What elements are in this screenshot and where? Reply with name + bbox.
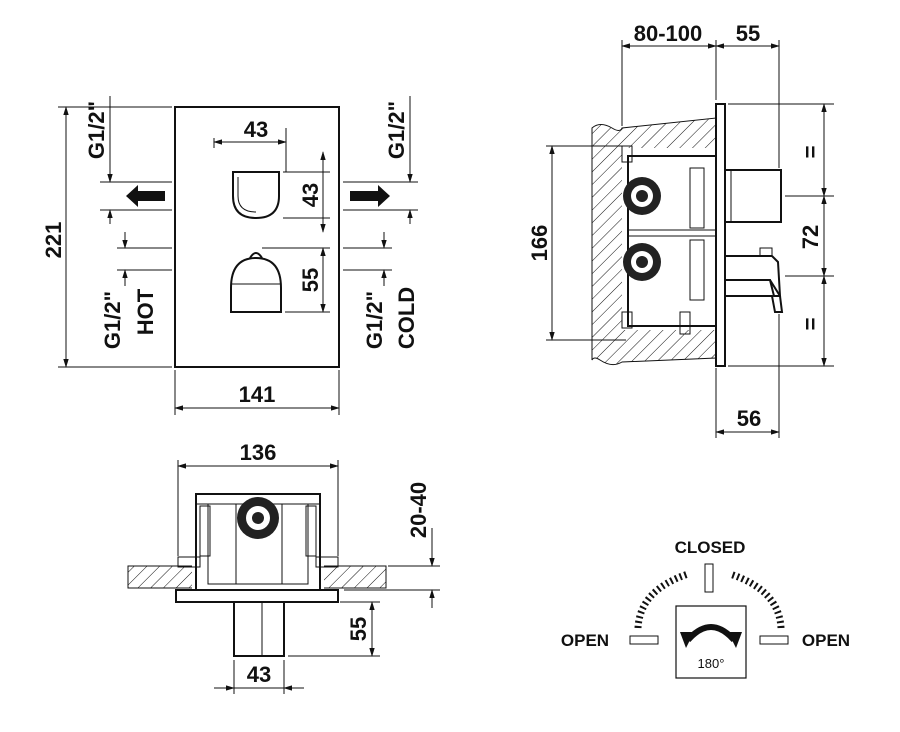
hot-label: HOT (133, 288, 158, 335)
rotation-diagram: CLOSED OPEN OPEN 180° (561, 538, 850, 679)
open-right-label: OPEN (802, 631, 850, 650)
side-projection-dim: 55 (736, 21, 760, 46)
front-upper-height-dim: 43 (298, 183, 323, 207)
closed-marker (704, 563, 714, 593)
front-height-dim: 221 (41, 222, 66, 259)
side-view: 80-100 55 166 = 72 = 56 (527, 21, 834, 438)
top-depth-range-dim: 20-40 (406, 482, 431, 538)
front-view: 43 43 55 221 141 G1/2" G1/2" HO (41, 96, 419, 415)
open-left-label: OPEN (561, 631, 609, 650)
open-right-marker (759, 635, 789, 645)
cover-plate (174, 106, 340, 368)
left-thread-top: G1/2" (84, 101, 109, 159)
left-rotation-arc (634, 570, 690, 629)
top-projection-dim: 55 (346, 617, 371, 641)
closed-label: CLOSED (675, 538, 746, 557)
side-body-height-dim: 166 (527, 225, 552, 262)
side-wall-depth-dim: 80-100 (634, 21, 703, 46)
top-cover-plate (175, 589, 339, 603)
side-lower-handle (724, 255, 782, 297)
cold-label: COLD (394, 287, 419, 349)
right-rotation-arc (728, 570, 785, 629)
side-spacing-dim: 72 (798, 225, 823, 249)
front-handle-width-dim: 43 (244, 117, 268, 142)
top-handle (233, 601, 285, 657)
right-thread-top: G1/2" (384, 101, 409, 159)
open-left-marker (629, 635, 659, 645)
top-handle-width-dim: 43 (247, 662, 271, 687)
angle-label: 180° (698, 656, 725, 671)
right-outlet-arrow (350, 185, 390, 207)
upper-handle (232, 171, 280, 220)
top-view: 136 20-40 55 43 (127, 440, 440, 694)
right-thread-bottom: G1/2" (362, 291, 387, 349)
lower-handle (230, 256, 282, 313)
side-spout-dim: 56 (737, 406, 761, 431)
side-upper-handle (724, 169, 782, 223)
left-thread-bottom: G1/2" (100, 291, 125, 349)
top-width-dim: 136 (240, 440, 277, 465)
left-outlet-arrow (126, 185, 165, 207)
side-cover-plate (715, 103, 726, 367)
front-width-dim: 141 (239, 382, 276, 407)
side-equal-bottom: = (798, 318, 823, 331)
side-equal-top: = (798, 146, 823, 159)
front-lower-height-dim: 55 (298, 268, 323, 292)
